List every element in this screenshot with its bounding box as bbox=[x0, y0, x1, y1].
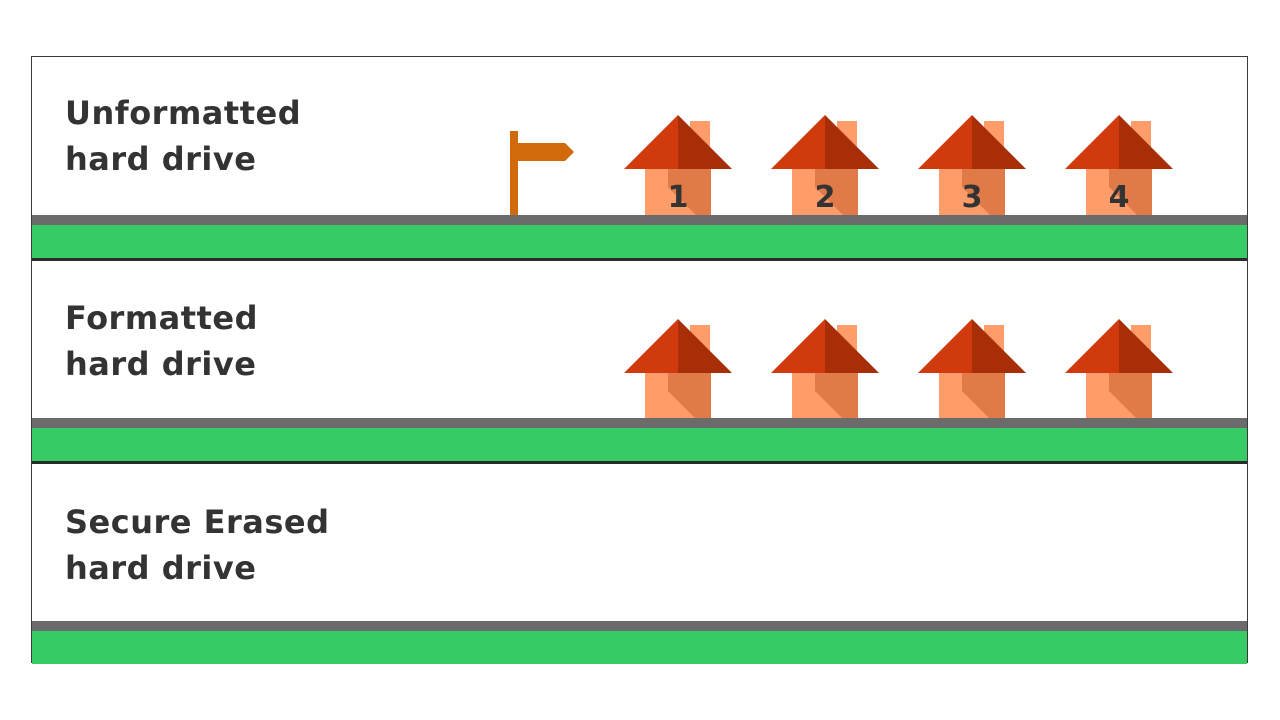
panel-divider bbox=[32, 258, 1247, 261]
road bbox=[32, 621, 1247, 631]
house-number: 2 bbox=[815, 180, 836, 215]
grass bbox=[32, 428, 1247, 461]
house-icon bbox=[1065, 319, 1173, 419]
house-icon bbox=[771, 319, 879, 419]
panel-label: Formatted hard drive bbox=[65, 295, 258, 387]
house-icon: 3 bbox=[918, 115, 1026, 215]
panel-illustration: 1 2 3 4 bbox=[510, 115, 1173, 215]
panel-secure-erased: Secure Erased hard drive bbox=[32, 464, 1247, 664]
house-number: 4 bbox=[1109, 180, 1130, 215]
house-icon: 2 bbox=[771, 115, 879, 215]
road bbox=[32, 418, 1247, 428]
label-line-2: hard drive bbox=[65, 140, 257, 178]
panel-formatted: Formatted hard drive bbox=[32, 261, 1247, 463]
grass bbox=[32, 225, 1247, 258]
house-icon: 1 bbox=[624, 115, 732, 215]
house-number: 1 bbox=[668, 180, 689, 215]
diagram-frame: Unformatted hard drive 1 2 3 4 Formatted ha… bbox=[31, 56, 1248, 664]
panel-illustration bbox=[624, 319, 1173, 419]
panel-label: Unformatted hard drive bbox=[65, 90, 301, 182]
panel-divider bbox=[32, 461, 1247, 464]
panel-unformatted: Unformatted hard drive 1 2 3 4 bbox=[32, 57, 1247, 259]
signpost-icon bbox=[510, 131, 574, 215]
grass bbox=[32, 631, 1247, 664]
house-icon bbox=[918, 319, 1026, 419]
label-line-2: hard drive bbox=[65, 345, 257, 383]
label-line-1: Formatted bbox=[65, 299, 258, 337]
road bbox=[32, 215, 1247, 225]
label-line-1: Secure Erased bbox=[65, 503, 330, 541]
label-line-1: Unformatted bbox=[65, 94, 302, 132]
house-number: 3 bbox=[962, 180, 983, 215]
house-icon: 4 bbox=[1065, 115, 1173, 215]
label-line-2: hard drive bbox=[65, 549, 257, 587]
panel-label: Secure Erased hard drive bbox=[65, 499, 330, 591]
house-icon bbox=[624, 319, 732, 419]
